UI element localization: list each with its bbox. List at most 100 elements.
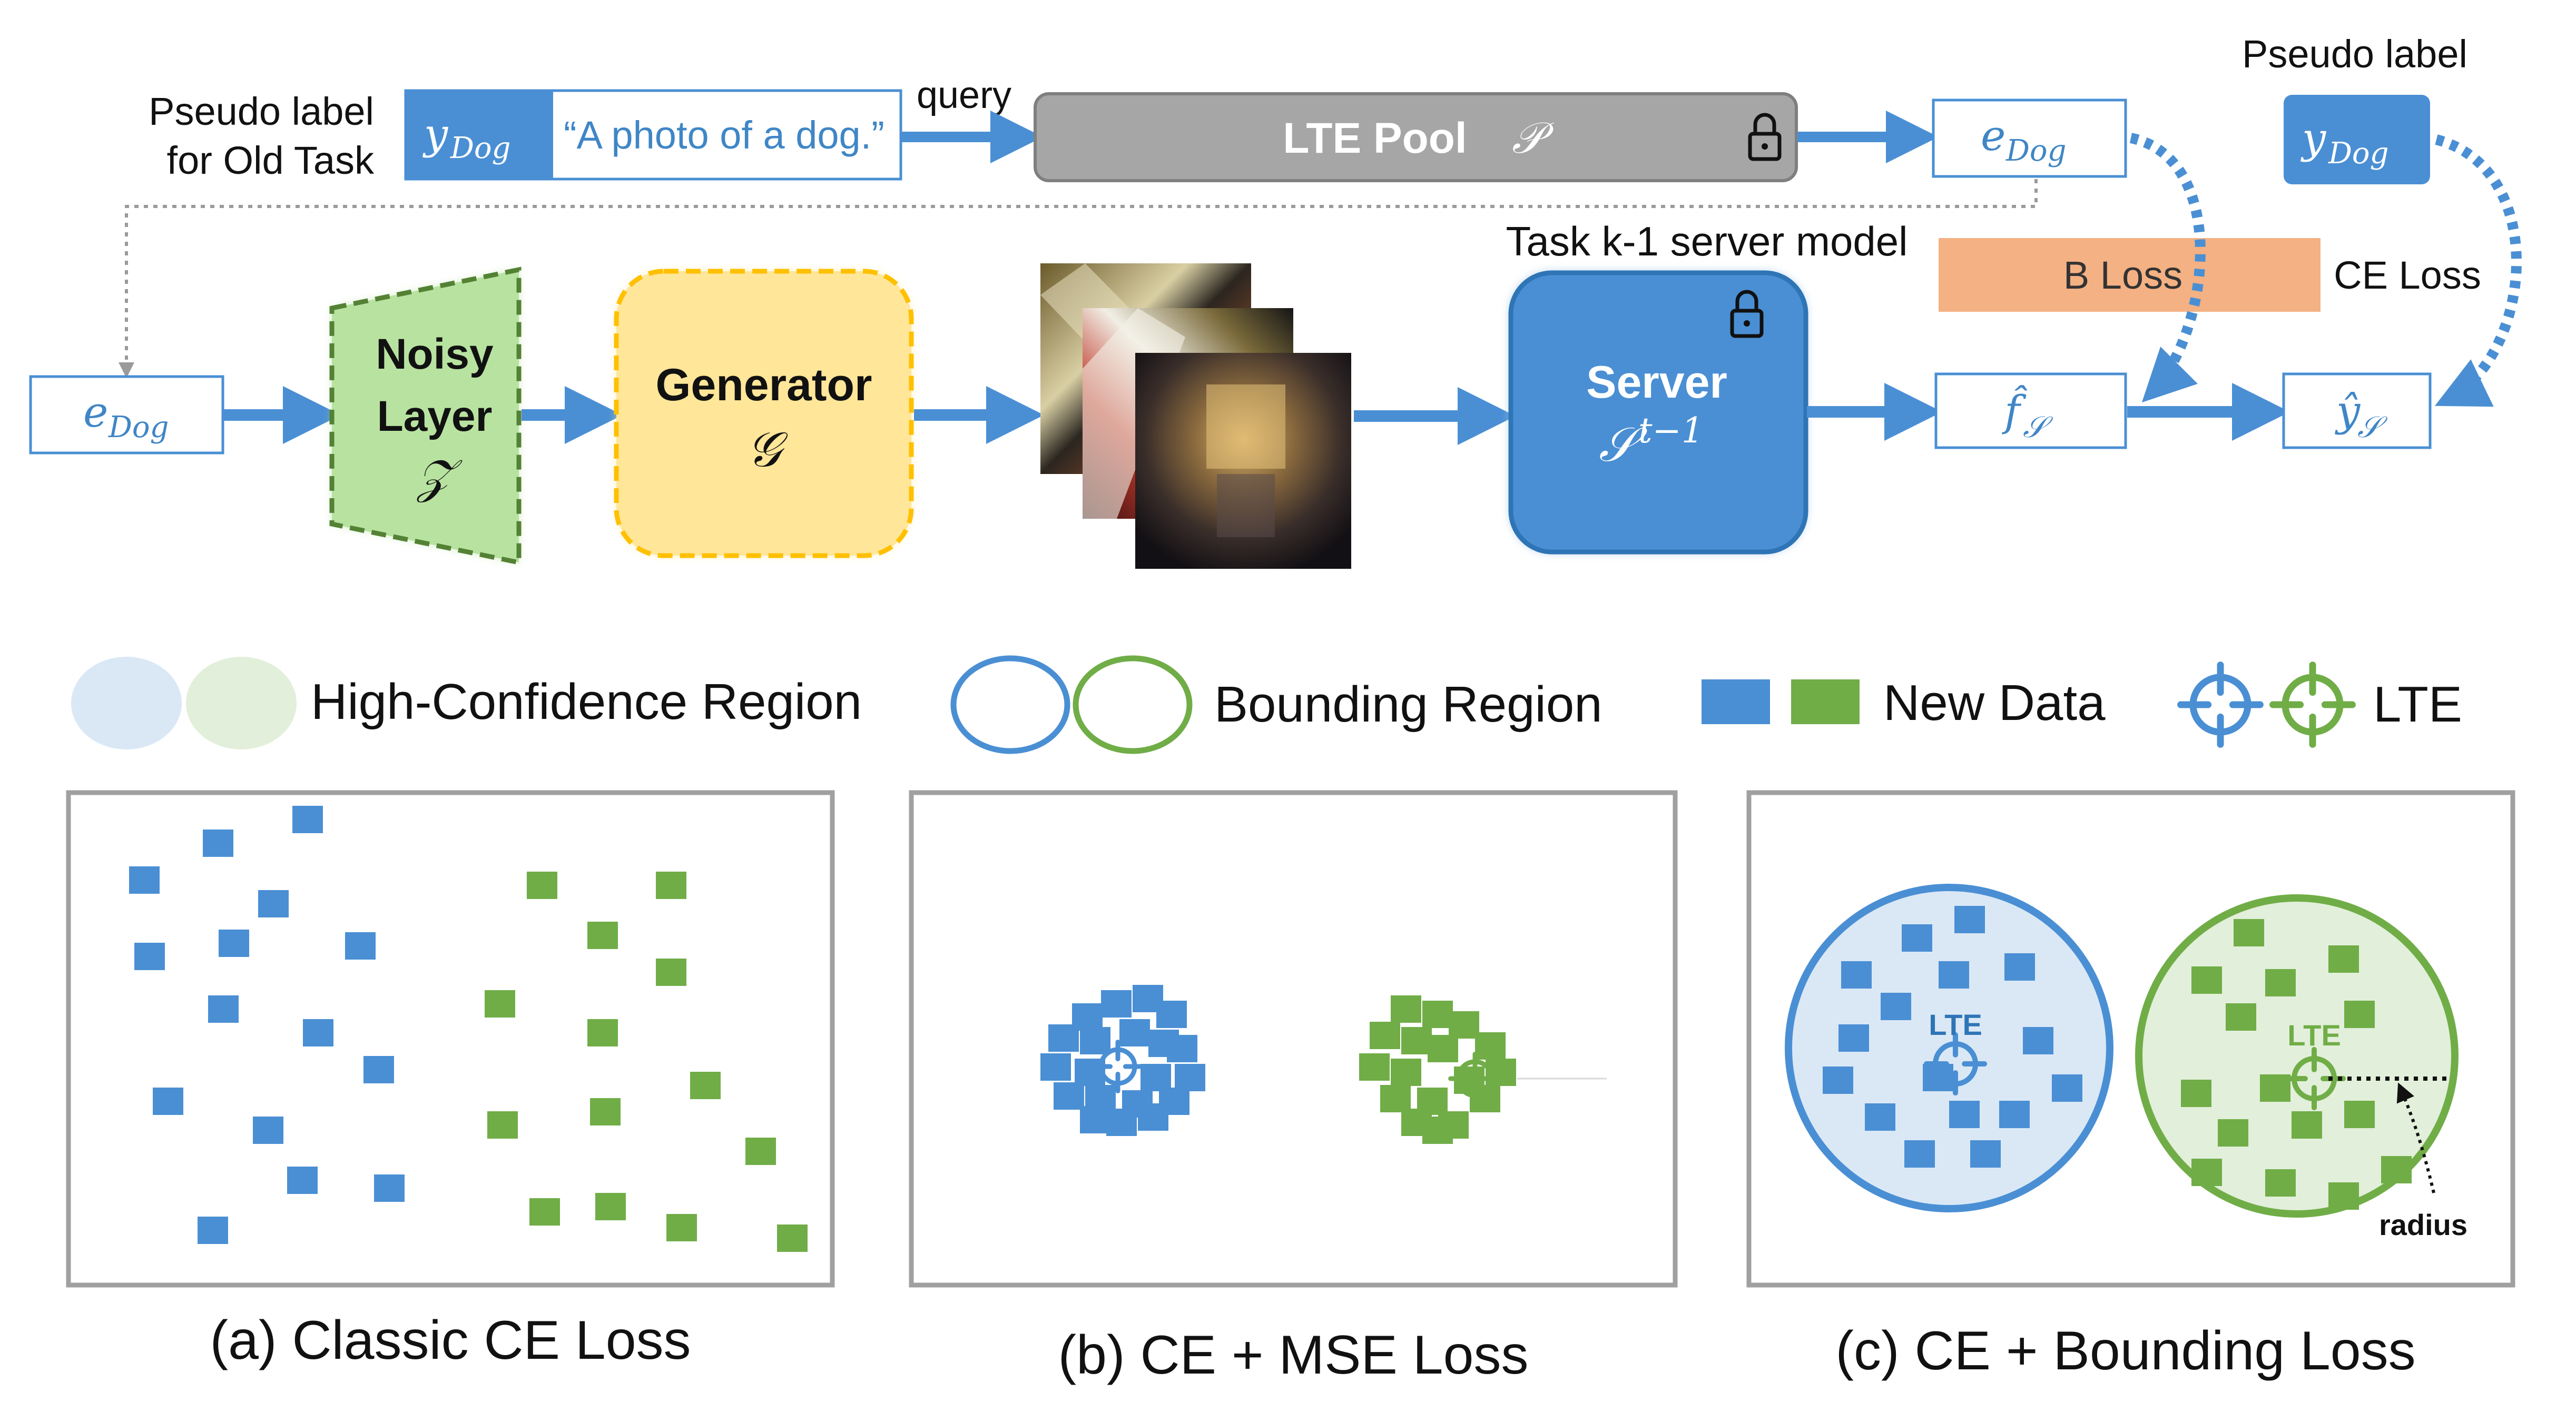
embed-left-e-sub: Dog (108, 410, 169, 445)
data-point-blue (287, 1167, 318, 1194)
data-point-green (485, 990, 515, 1018)
data-point-green (1391, 1059, 1421, 1086)
data-point-blue (1823, 1066, 1853, 1094)
data-point-blue (1881, 993, 1911, 1020)
data-point-green (1428, 1035, 1458, 1062)
legend-high-conf-label: High-Confidence Region (311, 674, 862, 730)
embedding-box-left: e Dog (29, 375, 224, 455)
embed-left-e: e (83, 388, 108, 437)
legend-new-data-label: New Data (1883, 675, 2106, 731)
data-point-blue (1101, 990, 1132, 1018)
data-point-green (2344, 1101, 2375, 1128)
noisy-layer-line1: Noisy (376, 330, 494, 378)
data-point-blue (1175, 1064, 1205, 1091)
panel-a-frame (66, 790, 835, 1288)
panel-b-frame (909, 790, 1678, 1288)
noisy-layer-line2: Layer (377, 392, 493, 440)
data-point-blue (1080, 1106, 1110, 1133)
data-point-blue (1080, 1027, 1110, 1054)
data-point-blue (2004, 953, 2035, 981)
data-point-green (529, 1198, 560, 1226)
data-point-green (2234, 919, 2264, 946)
radius-label: radius (2379, 1208, 2467, 1241)
pseudo-label-old-task-line1: Pseudo label (149, 90, 374, 133)
data-point-blue (1140, 1064, 1171, 1091)
ce-loss-dotted-arrow (2435, 134, 2522, 407)
pseudo-token-y-sub: Dog (2328, 136, 2388, 171)
panel-a: (a) Classic CE Loss (66, 790, 835, 1371)
panel-b-caption: (b) CE + MSE Loss (1058, 1325, 1529, 1386)
data-point-green (656, 959, 686, 986)
data-point-green (666, 1214, 697, 1241)
label-token-y-sub: Dog (450, 131, 510, 165)
data-point-blue (2052, 1074, 2082, 1102)
feature-box: f̂ 𝒮 (1934, 372, 2127, 449)
legend-new-data-blue (1702, 679, 1770, 724)
data-point-blue (129, 866, 160, 894)
data-point-green (2181, 1080, 2211, 1107)
legend-high-conf-blue (71, 657, 182, 749)
data-point-green (587, 922, 618, 949)
data-point-green (1449, 1011, 1479, 1039)
data-point-blue (1841, 961, 1872, 989)
legend: High-Confidence Region Bounding Region N… (71, 655, 2462, 754)
panel-b-points (1040, 985, 1516, 1144)
radius-pointer (2396, 1082, 2435, 1193)
legend-bounding-green (1073, 655, 1193, 754)
data-point-blue (374, 1174, 405, 1202)
data-point-blue (1865, 1103, 1895, 1131)
data-point-blue (198, 1217, 228, 1244)
prompt-text: “A photo of a dog.” (564, 113, 884, 157)
crosshair-icon (2269, 661, 2356, 748)
data-point-green (777, 1224, 808, 1252)
data-point-green (2265, 1169, 2296, 1197)
pseudo-token-y: y (2300, 114, 2327, 163)
data-point-green (595, 1193, 626, 1220)
b-loss-label: B Loss (2063, 253, 2182, 297)
data-point-green (2328, 1182, 2359, 1210)
data-point-green (1422, 1001, 1453, 1028)
embedding-box-top: e Dog (1932, 98, 2127, 178)
data-point-green (1391, 995, 1421, 1023)
data-point-green (1401, 1027, 1432, 1054)
data-point-blue (1970, 1140, 2001, 1168)
embed-token-e-sub: Dog (2005, 134, 2066, 168)
data-point-green (2328, 945, 2359, 973)
data-point-blue (1048, 1024, 1079, 1052)
pseudo-label-top: Pseudo label (2242, 32, 2467, 76)
data-point-blue (1838, 1024, 1869, 1052)
output-token: ŷ (2335, 387, 2361, 436)
data-point-blue (1949, 1101, 1980, 1128)
server-label: Server (1586, 357, 1727, 408)
b-loss-box (1939, 238, 2321, 312)
data-point-blue (219, 930, 249, 957)
crosshair-icon (2177, 661, 2264, 748)
data-point-green (1475, 1032, 1506, 1060)
data-point-green (656, 872, 686, 899)
panel-c-lte-green: LTE (2287, 1019, 2341, 1052)
data-point-green (745, 1138, 776, 1165)
output-box: ŷ 𝒮 (2282, 372, 2432, 449)
panel-a-caption: (a) Classic CE Loss (210, 1310, 691, 1371)
legend-bounding-blue (950, 655, 1070, 754)
data-point-blue (345, 932, 376, 960)
data-point-green (1380, 1085, 1411, 1112)
data-point-green (2218, 1119, 2248, 1147)
crosshair-icon (1448, 1052, 1502, 1105)
data-point-blue (292, 806, 323, 833)
data-point-blue (363, 1056, 394, 1083)
data-point-blue (258, 890, 289, 917)
data-point-green (1370, 1022, 1400, 1049)
data-point-blue (1054, 1082, 1084, 1110)
crosshair-icon (1923, 1032, 1988, 1096)
data-point-blue (1138, 1103, 1168, 1131)
data-point-green (2292, 1111, 2322, 1139)
label-prompt-box: y Dog “A photo of a dog.” (404, 89, 902, 181)
data-point-blue (208, 995, 239, 1023)
data-point-blue (1954, 906, 1985, 933)
crosshair-icon (2269, 661, 2356, 748)
data-point-green (2191, 966, 2222, 994)
data-point-green (1359, 1053, 1390, 1081)
data-point-blue (153, 1088, 183, 1115)
